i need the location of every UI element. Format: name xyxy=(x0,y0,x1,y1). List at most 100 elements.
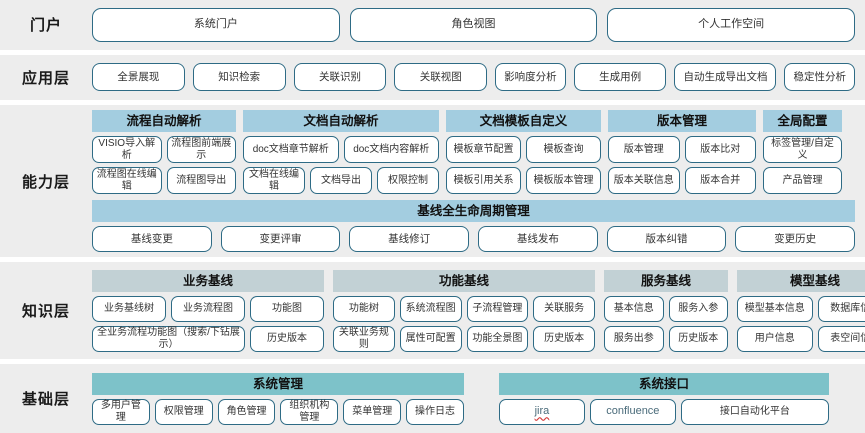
found-item-jira[interactable]: jira xyxy=(499,398,585,425)
found-item-menu-mgmt[interactable]: 菜单管理 xyxy=(343,398,402,425)
know-item-service-input-param[interactable]: 服务入参 xyxy=(668,295,728,322)
capability-group-global-config: 全局配置 标签管理/自定义 产品管理 xyxy=(763,110,842,195)
know-item-database-info[interactable]: 数据库信息 xyxy=(817,295,865,322)
app-item-impact-analysis[interactable]: 影响度分析 xyxy=(495,63,566,92)
capability-group-title-flow-parsing: 流程自动解析 xyxy=(92,110,236,133)
know-item-business-baseline-tree[interactable]: 业务基线树 xyxy=(92,295,166,322)
know-item-related-business-rule[interactable]: 关联业务规则 xyxy=(333,325,395,352)
cap-item-flowchart-export[interactable]: 流程图导出 xyxy=(166,167,236,195)
foundation-groups: 系统管理 多用户管理 权限管理 角色管理 组织机构管理 菜单管理 操作日志 系统… xyxy=(92,372,855,425)
cap-item-doc-export[interactable]: 文档导出 xyxy=(310,167,372,195)
capability-row: 模板引用关系 模板版本管理 xyxy=(446,167,601,195)
know-item-service-output-param[interactable]: 服务出参 xyxy=(604,325,664,352)
lifecycle-item-change-review[interactable]: 变更评审 xyxy=(220,226,341,253)
knowledge-group-rows-function-baseline: 功能树 系统流程图 子流程管理 关联服务 关联业务规则 属性可配置 功能全景图 … xyxy=(333,295,595,352)
found-item-confluence[interactable]: confluence xyxy=(589,398,676,425)
app-item-relation-recognition[interactable]: 关联识别 xyxy=(293,63,387,92)
capability-row: VISIO导入解析 流程图前端展示 xyxy=(92,136,236,164)
know-item-function-panorama[interactable]: 功能全景图 xyxy=(466,325,529,352)
found-item-multi-user-mgmt[interactable]: 多用户管理 xyxy=(92,398,150,425)
lifecycle-item-version-correction[interactable]: 版本纠错 xyxy=(606,226,727,253)
lifecycle-item-change-history[interactable]: 变更历史 xyxy=(735,226,856,253)
lifecycle-item-baseline-revision[interactable]: 基线修订 xyxy=(349,226,470,253)
cap-item-doc-content-parse[interactable]: doc文档内容解析 xyxy=(343,136,439,164)
know-item-model-basic-info[interactable]: 模型基本信息 xyxy=(737,295,813,322)
capability-group-flow-parsing: 流程自动解析 VISIO导入解析 流程图前端展示 流程图在线编辑 流程图导出 xyxy=(92,110,236,195)
know-item-subprocess-mgmt[interactable]: 子流程管理 xyxy=(466,295,529,322)
knowledge-row: 全业务流程功能图（搜索/下钻展示） 历史版本 xyxy=(92,325,324,352)
capability-group-doc-parsing: 文档自动解析 doc文档章节解析 doc文档内容解析 文档在线编辑 文档导出 权… xyxy=(243,110,439,195)
layer-label-application: 应用层 xyxy=(21,69,70,87)
know-item-tablespace-info[interactable]: 表空间信息 xyxy=(817,325,865,352)
cap-item-template-reference-relation[interactable]: 模板引用关系 xyxy=(446,167,521,195)
capability-row: doc文档章节解析 doc文档内容解析 xyxy=(243,136,439,164)
cap-item-version-merge[interactable]: 版本合并 xyxy=(684,167,756,195)
found-item-interface-automation-platform[interactable]: 接口自动化平台 xyxy=(680,398,829,425)
knowledge-row: 基本信息 服务入参 xyxy=(604,295,728,322)
foundation-group-rows-system-interface: jira confluence 接口自动化平台 xyxy=(499,398,829,425)
know-item-business-flowchart[interactable]: 业务流程图 xyxy=(171,295,245,322)
cap-item-visio-import-parse[interactable]: VISIO导入解析 xyxy=(92,136,162,164)
cap-item-product-mgmt[interactable]: 产品管理 xyxy=(763,167,842,195)
app-item-generate-usecase[interactable]: 生成用例 xyxy=(573,63,667,92)
know-item-history-version-function[interactable]: 历史版本 xyxy=(533,325,595,352)
app-item-panorama[interactable]: 全景展现 xyxy=(92,63,185,92)
knowledge-group-title-function-baseline: 功能基线 xyxy=(333,269,595,292)
found-item-org-structure-mgmt[interactable]: 组织机构管理 xyxy=(280,398,339,425)
cap-item-template-version-mgmt[interactable]: 模板版本管理 xyxy=(526,167,601,195)
know-item-function-tree[interactable]: 功能树 xyxy=(333,295,395,322)
know-item-attribute-configurable[interactable]: 属性可配置 xyxy=(399,325,462,352)
lifecycle-item-baseline-release[interactable]: 基线发布 xyxy=(478,226,598,253)
cap-item-flowchart-frontend-display[interactable]: 流程图前端展示 xyxy=(166,136,236,164)
cap-item-template-query[interactable]: 模板查询 xyxy=(526,136,601,164)
know-item-history-version-service[interactable]: 历史版本 xyxy=(668,325,728,352)
found-item-permission-mgmt[interactable]: 权限管理 xyxy=(154,398,213,425)
know-item-system-flowchart[interactable]: 系统流程图 xyxy=(399,295,462,322)
cap-item-doc-chapter-parse[interactable]: doc文档章节解析 xyxy=(243,136,339,164)
know-item-related-service[interactable]: 关联服务 xyxy=(533,295,595,322)
portal-item-personal-workspace[interactable]: 个人工作空间 xyxy=(607,7,856,42)
layer-label-foundation: 基础层 xyxy=(21,391,70,409)
portal-item-role-view[interactable]: 角色视图 xyxy=(349,7,598,42)
capability-group-rows-version-mgmt: 版本管理 版本比对 版本关联信息 版本合并 xyxy=(608,136,756,195)
know-item-history-version-business[interactable]: 历史版本 xyxy=(250,325,324,352)
app-item-stability-analysis[interactable]: 稳定性分析 xyxy=(784,63,855,92)
cap-item-template-chapter-config[interactable]: 模板章节配置 xyxy=(446,136,521,164)
cap-item-version-compare[interactable]: 版本比对 xyxy=(684,136,756,164)
capability-row: 版本关联信息 版本合并 xyxy=(608,167,756,195)
knowledge-group-title-model-baseline: 模型基线 xyxy=(737,269,865,292)
app-item-relation-view[interactable]: 关联视图 xyxy=(394,63,488,92)
lifecycle-item-baseline-change[interactable]: 基线变更 xyxy=(92,226,212,253)
know-item-function-diagram[interactable]: 功能图 xyxy=(250,295,324,322)
know-item-user-info[interactable]: 用户信息 xyxy=(737,325,813,352)
found-item-role-mgmt[interactable]: 角色管理 xyxy=(217,398,276,425)
know-item-full-business-flow-function-diagram[interactable]: 全业务流程功能图（搜索/下钻展示） xyxy=(92,325,246,352)
knowledge-row: 功能树 系统流程图 子流程管理 关联服务 xyxy=(333,295,595,322)
capability-row: 版本管理 版本比对 xyxy=(608,136,756,164)
found-item-operation-log[interactable]: 操作日志 xyxy=(406,398,464,425)
know-item-basic-info[interactable]: 基本信息 xyxy=(604,295,664,322)
foundation-group-title-system-interface: 系统接口 xyxy=(499,372,829,395)
capability-group-title-global-config: 全局配置 xyxy=(763,110,842,133)
knowledge-group-rows-business-baseline: 业务基线树 业务流程图 功能图 全业务流程功能图（搜索/下钻展示） 历史版本 xyxy=(92,295,324,352)
layer-foundation: 基础层 系统管理 多用户管理 权限管理 角色管理 组织机构管理 菜单管理 操作日… xyxy=(0,364,865,433)
cap-item-flowchart-online-edit[interactable]: 流程图在线编辑 xyxy=(92,167,162,195)
foundation-group-system-interface: 系统接口 jira confluence 接口自动化平台 xyxy=(499,372,829,425)
lifecycle-title: 基线全生命周期管理 xyxy=(92,200,855,223)
knowledge-row: 模型基本信息 数据库信息 xyxy=(737,295,865,322)
portal-item-system[interactable]: 系统门户 xyxy=(92,7,340,42)
cap-item-tag-mgmt-custom[interactable]: 标签管理/自定义 xyxy=(763,136,842,164)
app-item-auto-export-doc[interactable]: 自动生成导出文档 xyxy=(674,63,777,92)
knowledge-group-business-baseline: 业务基线 业务基线树 业务流程图 功能图 全业务流程功能图（搜索/下钻展示） 历… xyxy=(92,269,324,352)
cap-item-version-relation-info[interactable]: 版本关联信息 xyxy=(608,167,680,195)
foundation-row: 多用户管理 权限管理 角色管理 组织机构管理 菜单管理 操作日志 xyxy=(92,398,464,425)
cap-item-version-mgmt[interactable]: 版本管理 xyxy=(608,136,680,164)
capability-groups: 流程自动解析 VISIO导入解析 流程图前端展示 流程图在线编辑 流程图导出 xyxy=(92,110,855,195)
capability-group-version-mgmt: 版本管理 版本管理 版本比对 版本关联信息 版本合并 xyxy=(608,110,756,195)
cap-item-permission-control[interactable]: 权限控制 xyxy=(377,167,439,195)
application-items: 全景展现 知识检索 关联识别 关联视图 影响度分析 生成用例 自动生成导出文档 … xyxy=(92,63,855,92)
cap-item-doc-online-edit[interactable]: 文档在线编辑 xyxy=(243,167,305,195)
capability-group-rows-flow-parsing: VISIO导入解析 流程图前端展示 流程图在线编辑 流程图导出 xyxy=(92,136,236,195)
app-item-knowledge-search[interactable]: 知识检索 xyxy=(192,63,286,92)
